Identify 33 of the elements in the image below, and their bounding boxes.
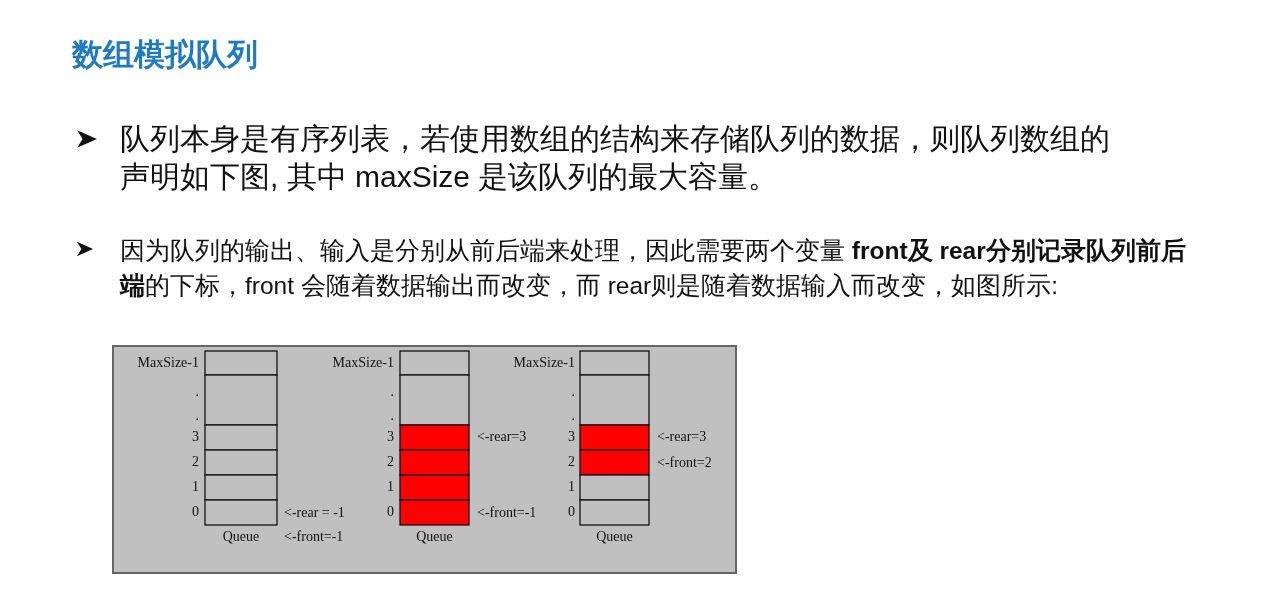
- index-label: 2: [568, 454, 575, 470]
- index-label: 0: [568, 504, 575, 520]
- index-label: 3: [568, 429, 575, 445]
- size-label: MaxSize-1: [513, 355, 575, 371]
- index-label: 2: [192, 454, 199, 470]
- ellipsis-dot: .: [390, 408, 394, 424]
- index-label: 3: [192, 429, 199, 445]
- queue-caption: Queue: [415, 529, 454, 545]
- pointer-label: <-front=2: [657, 455, 712, 471]
- pointer-label: <-rear=3: [657, 429, 707, 445]
- ellipsis-dot: .: [390, 384, 394, 400]
- size-label: MaxSize-1: [137, 355, 199, 371]
- ellipsis-dot: .: [195, 408, 199, 424]
- index-label: 0: [387, 504, 394, 520]
- index-label: 1: [568, 479, 575, 495]
- slide-title: 数组模拟队列: [72, 36, 258, 74]
- index-label: 0: [192, 504, 199, 520]
- ellipsis-dot: .: [195, 384, 199, 400]
- pointer-label: <-front=-1: [284, 529, 344, 545]
- bullet-text: 因为队列的输出、输入是分别从前后端来处理，因此需要两个变量 front及 rear分别记录队列前后端的下标，front 会随着数据输出而改变，而 rear则是随着数据输入而改变，如图所示:: [120, 236, 1187, 301]
- bullet-text: 队列本身是有序列表，若使用数组的结构来存储队列的数据，则队列数组的声明如下图, 其中 maxSize 是该队列的最大容量。: [120, 121, 1111, 195]
- pointer-label: <-front=-1: [477, 505, 537, 521]
- index-label: 2: [387, 454, 394, 470]
- index-label: 1: [387, 479, 394, 495]
- index-label: 1: [192, 479, 199, 495]
- pointer-label: <-rear = -1: [284, 505, 345, 521]
- pointer-label: <-rear=3: [477, 429, 527, 445]
- size-label: MaxSize-1: [332, 355, 394, 371]
- queue-caption: Queue: [221, 529, 261, 545]
- ellipsis-dot: .: [571, 408, 575, 424]
- ellipsis-dot: .: [571, 384, 575, 400]
- queue-caption: Queue: [595, 529, 634, 545]
- index-label: 3: [387, 429, 394, 445]
